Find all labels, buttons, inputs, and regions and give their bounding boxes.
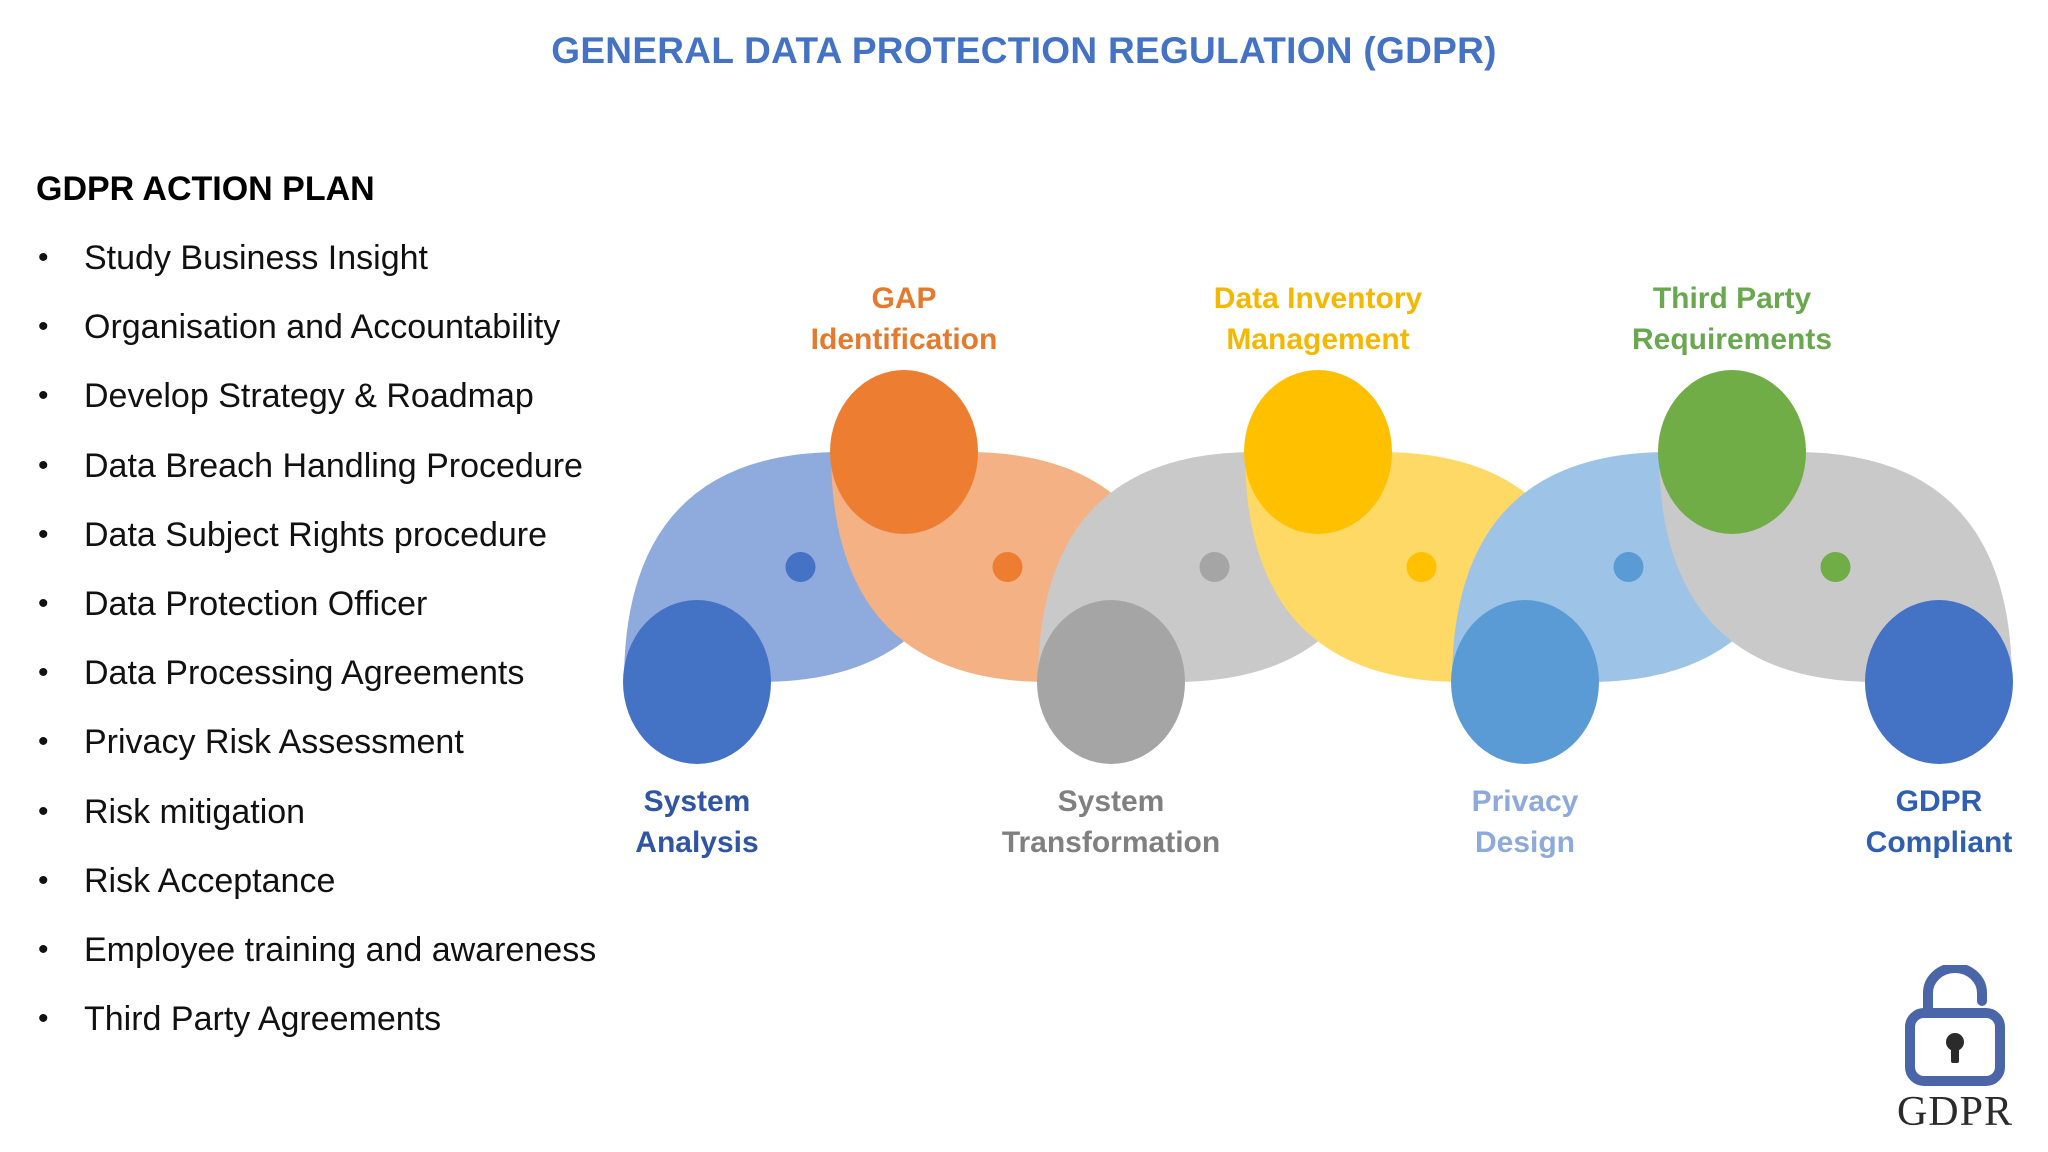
bullet-icon: • [38,310,49,344]
bullet-icon: • [38,517,49,551]
step-circle [1451,600,1599,764]
action-plan-item-label: Organisation and Accountability [84,308,561,347]
step-circle [1037,600,1185,764]
logo-text: GDPR [1896,1089,2014,1135]
action-plan-item-label: Risk Acceptance [84,861,336,900]
connector-dot [1199,552,1230,582]
action-plan-item-label: Risk mitigation [84,792,306,831]
bullet-icon: • [38,586,49,620]
bullet-icon: • [38,241,49,274]
action-plan-item: • Privacy Risk Assessment [34,719,654,788]
step-circle [623,600,771,764]
connector-dot [1406,552,1437,582]
step-label: GAP [871,282,936,315]
action-plan-item-label: Study Business Insight [84,239,428,277]
step-label: Transformation [1002,826,1220,859]
action-plan: GDPR ACTION PLAN • Study Business Insight… [34,170,654,1065]
action-plan-item-label: Develop Strategy & Roadmap [84,377,534,416]
padlock-icon [1905,963,2005,1086]
action-plan-list: • Study Business Insight • Organisation and… [34,235,654,1065]
step-label: Management [1226,323,1409,356]
action-plan-item-label: Data Subject Rights procedure [84,515,548,554]
bullet-icon: • [38,1002,49,1036]
action-plan-item: • Data Subject Rights procedure [34,512,654,581]
step-label: System [644,785,751,818]
step-circle [830,370,978,534]
action-plan-item-label: Third Party Agreements [84,1000,442,1039]
action-plan-item: • Develop Strategy & Roadmap [34,373,654,442]
bullet-icon: • [38,448,49,482]
action-plan-item: • Data Processing Agreements [34,650,654,719]
step-label: Requirements [1632,323,1832,356]
step-label: Compliant [1866,826,2013,859]
connector-dot [785,552,816,582]
connector-dot [992,552,1023,582]
action-plan-item: • Third Party Agreements [34,996,654,1065]
step-label: Third Party [1653,282,1812,315]
step-circle [1865,600,2013,764]
step-label: Data Inventory [1214,282,1423,315]
action-plan-item-label: Privacy Risk Assessment [84,723,464,762]
action-plan-item: • Risk mitigation [34,789,654,858]
action-plan-item: • Organisation and Accountability [34,304,654,373]
bullet-icon: • [38,863,49,897]
bullet-icon: • [38,656,49,690]
step-label: Analysis [635,826,758,859]
gdpr-logo: GDPR [1890,963,2020,1140]
action-plan-item-label: Employee training and awareness [84,930,597,969]
action-plan-item-label: Data Breach Handling Procedure [84,446,583,485]
bullet-icon: • [38,725,49,759]
step-label: Privacy [1472,785,1579,818]
step-label: System [1058,785,1165,818]
action-plan-item-label: Data Protection Officer [84,584,428,623]
action-plan-item: • Data Protection Officer [34,581,654,650]
page-title: GENERAL DATA PROTECTION REGULATION (GDPR… [551,30,1497,71]
step-circle [1658,370,1806,534]
step-label: GDPR [1896,785,1983,818]
action-plan-item: • Risk Acceptance [34,858,654,927]
connector-dot [1613,552,1644,582]
action-plan-item: • Employee training and awareness [34,927,654,996]
action-plan-item: • Data Breach Handling Procedure [34,443,654,512]
action-plan-heading: GDPR ACTION PLAN [36,170,375,208]
bullet-icon: • [38,379,49,413]
step-label: Design [1475,826,1575,859]
step-circle [1244,370,1392,534]
step-label: Identification [811,323,998,356]
action-plan-item: • Study Business Insight [34,235,654,304]
bullet-icon: • [38,794,49,828]
connector-dot [1820,552,1851,582]
bullet-icon: • [38,932,49,966]
action-plan-item-label: Data Processing Agreements [84,654,525,693]
